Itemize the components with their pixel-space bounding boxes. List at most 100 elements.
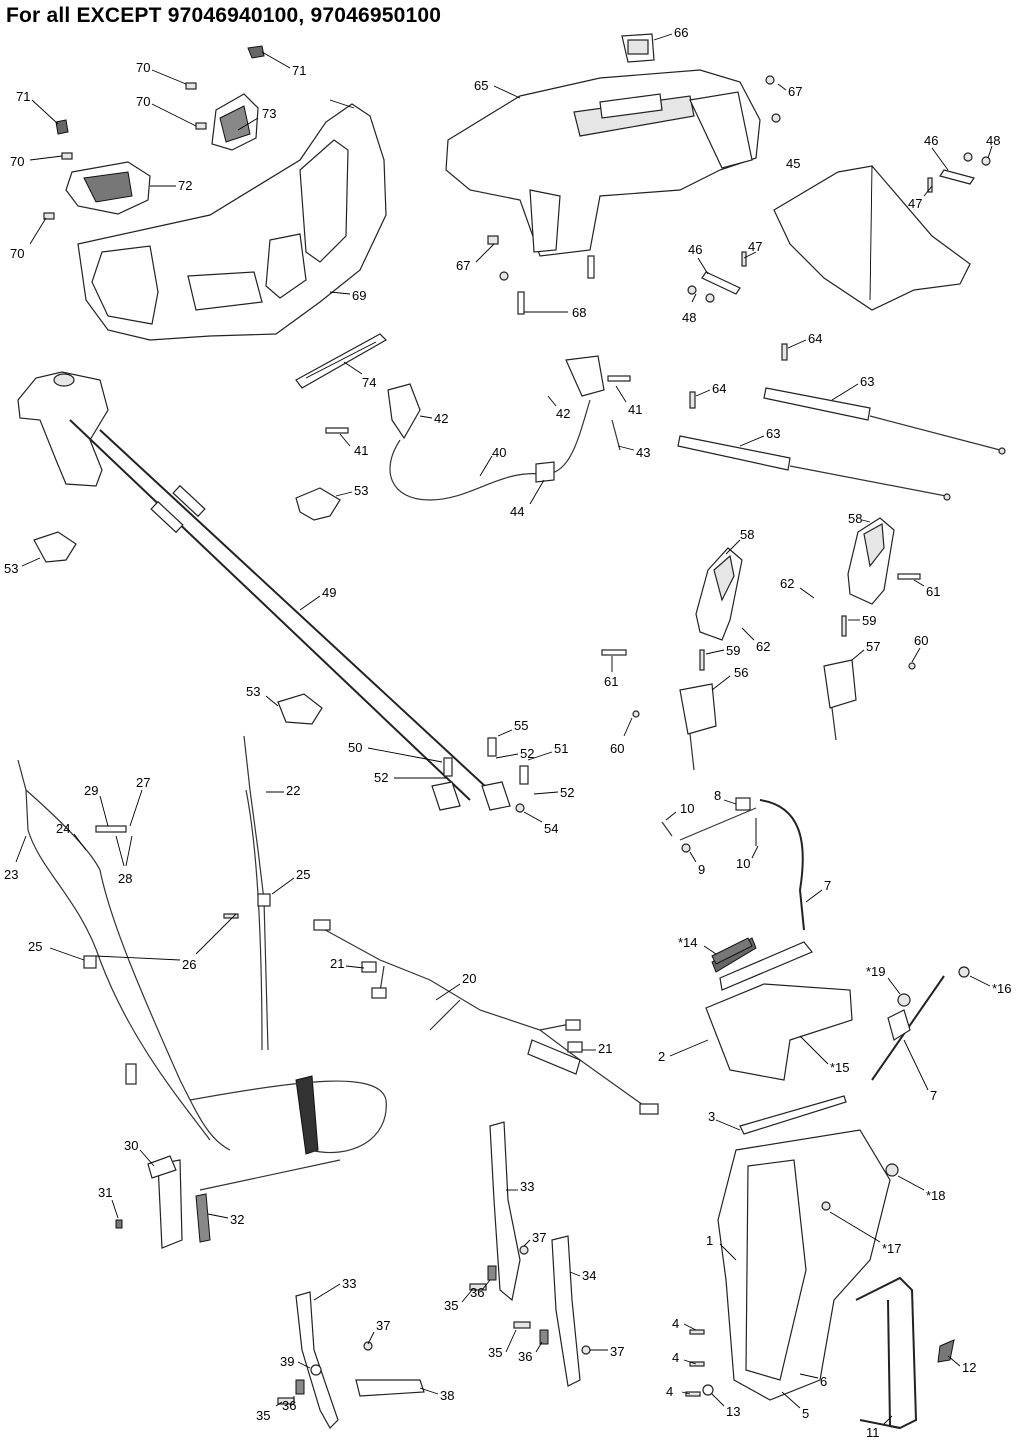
callout-label: 3 bbox=[708, 1109, 715, 1124]
wiring-harness-part-20 bbox=[313, 919, 659, 1115]
callout-label: 56 bbox=[734, 665, 748, 680]
callout-label: 41 bbox=[628, 402, 642, 417]
callout-label: 55 bbox=[514, 718, 528, 733]
callout-label: 21 bbox=[330, 956, 344, 971]
cable-part-23-24 bbox=[17, 759, 341, 1191]
bracket-part-34 bbox=[551, 1235, 581, 1387]
shift-rod-part-49 bbox=[17, 371, 501, 801]
callout-label: 67 bbox=[788, 84, 802, 99]
callout-label: 68 bbox=[572, 305, 586, 320]
callout-label: 33 bbox=[342, 1276, 356, 1291]
lever-part-58-right bbox=[847, 517, 895, 605]
callout-label: 71 bbox=[16, 89, 30, 104]
spring-part-32 bbox=[195, 1193, 211, 1243]
callout-label: 4 bbox=[666, 1384, 673, 1399]
console-housing-part-65 bbox=[445, 69, 761, 257]
callout-label: 9 bbox=[698, 862, 705, 877]
hardware-part-67-68 bbox=[487, 75, 781, 315]
callout-label: 28 bbox=[118, 871, 132, 886]
chute-deflector-part-2 bbox=[705, 937, 853, 1081]
callout-label: 33 bbox=[520, 1179, 534, 1194]
callout-label: 41 bbox=[354, 443, 368, 458]
callout-label: 34 bbox=[582, 1268, 596, 1283]
spring-part-14 bbox=[711, 937, 753, 965]
brackets-part-46-47-48 bbox=[687, 152, 991, 303]
callout-label: 7 bbox=[930, 1088, 937, 1103]
callout-label: 59 bbox=[726, 643, 740, 658]
callout-label: 52 bbox=[374, 770, 388, 785]
callout-label: 4 bbox=[672, 1350, 679, 1365]
callout-label: 35 bbox=[488, 1345, 502, 1360]
callout-label: 53 bbox=[354, 483, 368, 498]
bracket-part-33-lower bbox=[295, 1291, 339, 1429]
callout-label: 42 bbox=[434, 411, 448, 426]
callout-label: 25 bbox=[296, 867, 310, 882]
bracket-part-72 bbox=[65, 161, 151, 215]
callout-label: 62 bbox=[756, 639, 770, 654]
bracket-part-74 bbox=[295, 333, 387, 389]
callout-label: 46 bbox=[924, 133, 938, 148]
callout-label: 43 bbox=[636, 445, 650, 460]
callout-label: 48 bbox=[986, 133, 1000, 148]
callout-label: 52 bbox=[520, 746, 534, 761]
callout-label: 44 bbox=[510, 504, 524, 519]
bracket-part-30 bbox=[147, 1155, 183, 1249]
callout-label: 59 bbox=[862, 613, 876, 628]
callout-label: 52 bbox=[560, 785, 574, 800]
callout-label: 70 bbox=[10, 154, 24, 169]
callout-label: 58 bbox=[740, 527, 754, 542]
callout-label: 10 bbox=[736, 856, 750, 871]
callout-label: *16 bbox=[992, 981, 1012, 996]
callout-label: 20 bbox=[462, 971, 476, 986]
bracket-part-56 bbox=[601, 649, 717, 771]
callout-label: 60 bbox=[914, 633, 928, 648]
bracket-part-73 bbox=[211, 93, 259, 151]
callout-label: 57 bbox=[866, 639, 880, 654]
callout-label: 47 bbox=[748, 239, 762, 254]
callout-label: 30 bbox=[124, 1138, 138, 1153]
clips-part-25-26 bbox=[83, 893, 271, 969]
callout-label: *15 bbox=[830, 1060, 850, 1075]
callout-label: 5 bbox=[802, 1406, 809, 1421]
callout-label: 35 bbox=[444, 1298, 458, 1313]
callout-label: 61 bbox=[926, 584, 940, 599]
callout-label: 35 bbox=[256, 1408, 270, 1423]
callout-label: 37 bbox=[376, 1318, 390, 1333]
callout-label: 26 bbox=[182, 957, 196, 972]
hardware-part-35-36-37-39 bbox=[277, 1245, 591, 1405]
callout-label: 64 bbox=[712, 381, 726, 396]
chute-part-1 bbox=[717, 1129, 899, 1401]
callout-label: 72 bbox=[178, 178, 192, 193]
callout-label: 50 bbox=[348, 740, 362, 755]
page-title: For all EXCEPT 97046940100, 97046950100 bbox=[6, 4, 442, 27]
callout-label: 74 bbox=[362, 375, 376, 390]
callout-label: 61 bbox=[604, 674, 618, 689]
cable-part-7-upper bbox=[661, 797, 805, 931]
callout-label: 63 bbox=[766, 426, 780, 441]
callout-labels: 70 71 71 70 73 70 72 70 69 66 65 67 46 4… bbox=[4, 25, 1012, 1440]
callout-label: 45 bbox=[786, 156, 800, 171]
callout-label: 25 bbox=[28, 939, 42, 954]
callout-label: 53 bbox=[4, 561, 18, 576]
callout-label: 46 bbox=[688, 242, 702, 257]
callout-label: 73 bbox=[262, 106, 276, 121]
screws-part-70-71 bbox=[43, 45, 265, 220]
callout-label: 13 bbox=[726, 1404, 740, 1419]
callout-label: 58 bbox=[848, 511, 862, 526]
callout-label: 32 bbox=[230, 1212, 244, 1227]
callout-label: 42 bbox=[556, 406, 570, 421]
callout-label: 48 bbox=[682, 310, 696, 325]
callout-label: 36 bbox=[470, 1285, 484, 1300]
callout-label: 69 bbox=[352, 288, 366, 303]
bolts-part-4-13 bbox=[685, 1329, 714, 1397]
callout-label: 47 bbox=[908, 196, 922, 211]
callout-label: 11 bbox=[866, 1425, 880, 1440]
callout-label: 37 bbox=[532, 1230, 546, 1245]
callout-label: 27 bbox=[136, 775, 150, 790]
bolts-part-64 bbox=[689, 343, 788, 409]
callout-label: *18 bbox=[926, 1188, 946, 1203]
callout-label: 4 bbox=[672, 1316, 679, 1331]
callout-label: 24 bbox=[56, 821, 70, 836]
callout-label: 38 bbox=[440, 1388, 454, 1403]
cable-part-22 bbox=[189, 735, 387, 1155]
